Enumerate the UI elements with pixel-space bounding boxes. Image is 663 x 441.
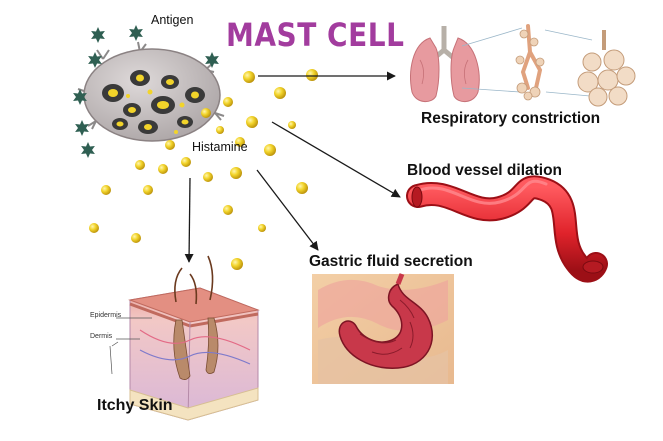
histamine-granule <box>288 121 296 129</box>
dermis-label: Dermis <box>90 333 113 340</box>
histamine-granule <box>264 144 276 156</box>
gastric-label: Gastric fluid secretion <box>309 253 473 270</box>
antigen-particle <box>205 52 219 68</box>
antigen-particle <box>81 142 95 158</box>
histamine-granule <box>216 126 224 134</box>
antigens <box>73 25 219 158</box>
epidermis-label: Epidermis <box>90 312 122 319</box>
arrow-to-skin <box>184 177 194 263</box>
histamine-granule <box>258 224 266 232</box>
histamine-granule <box>230 167 242 179</box>
antigen-particle <box>91 27 105 43</box>
histamine-granule <box>201 108 211 118</box>
skin-illustration <box>109 255 260 421</box>
histamine-granule <box>296 182 308 194</box>
histamine-granule <box>131 233 141 243</box>
blood-vessel-illustration <box>406 175 608 283</box>
histamine-granule <box>243 71 255 83</box>
histamine-label: Histamine <box>192 140 248 154</box>
histamine-granule <box>165 140 175 150</box>
histamine-granule <box>223 205 233 215</box>
histamine-granule <box>101 185 111 195</box>
antigen-particle <box>75 120 89 136</box>
histamine-granule <box>231 258 243 270</box>
itchy-skin-label: Itchy Skin <box>97 397 173 414</box>
lungs-illustration <box>410 24 636 107</box>
cell-vesicles <box>102 70 205 134</box>
histamine-granule <box>89 223 99 233</box>
arrow-to-gastric <box>256 169 319 251</box>
histamine-granule <box>246 116 258 128</box>
histamine-granule <box>235 137 245 147</box>
histamine-granule <box>135 160 145 170</box>
arrows <box>184 71 401 263</box>
histamine-granule <box>158 164 168 174</box>
antigen-particle <box>88 52 102 68</box>
respiratory-label: Respiratory constriction <box>421 110 601 127</box>
antigen-particle <box>129 25 143 41</box>
histamine-granule <box>181 157 191 167</box>
antigen-particle <box>73 89 87 105</box>
histamine-granule <box>143 185 153 195</box>
stomach-illustration <box>312 273 454 384</box>
blood-vessel-label: Blood vessel dilation <box>407 162 563 179</box>
histamine-granule <box>223 97 233 107</box>
diagram-title: MAST CELL <box>226 16 405 54</box>
arrow-to-blood-vessel <box>271 121 401 198</box>
histamine-granule <box>306 69 318 81</box>
histamine-granules <box>89 69 318 270</box>
antigen-label: Antigen <box>151 13 194 27</box>
histamine-granule <box>203 172 213 182</box>
histamine-granule <box>274 87 286 99</box>
